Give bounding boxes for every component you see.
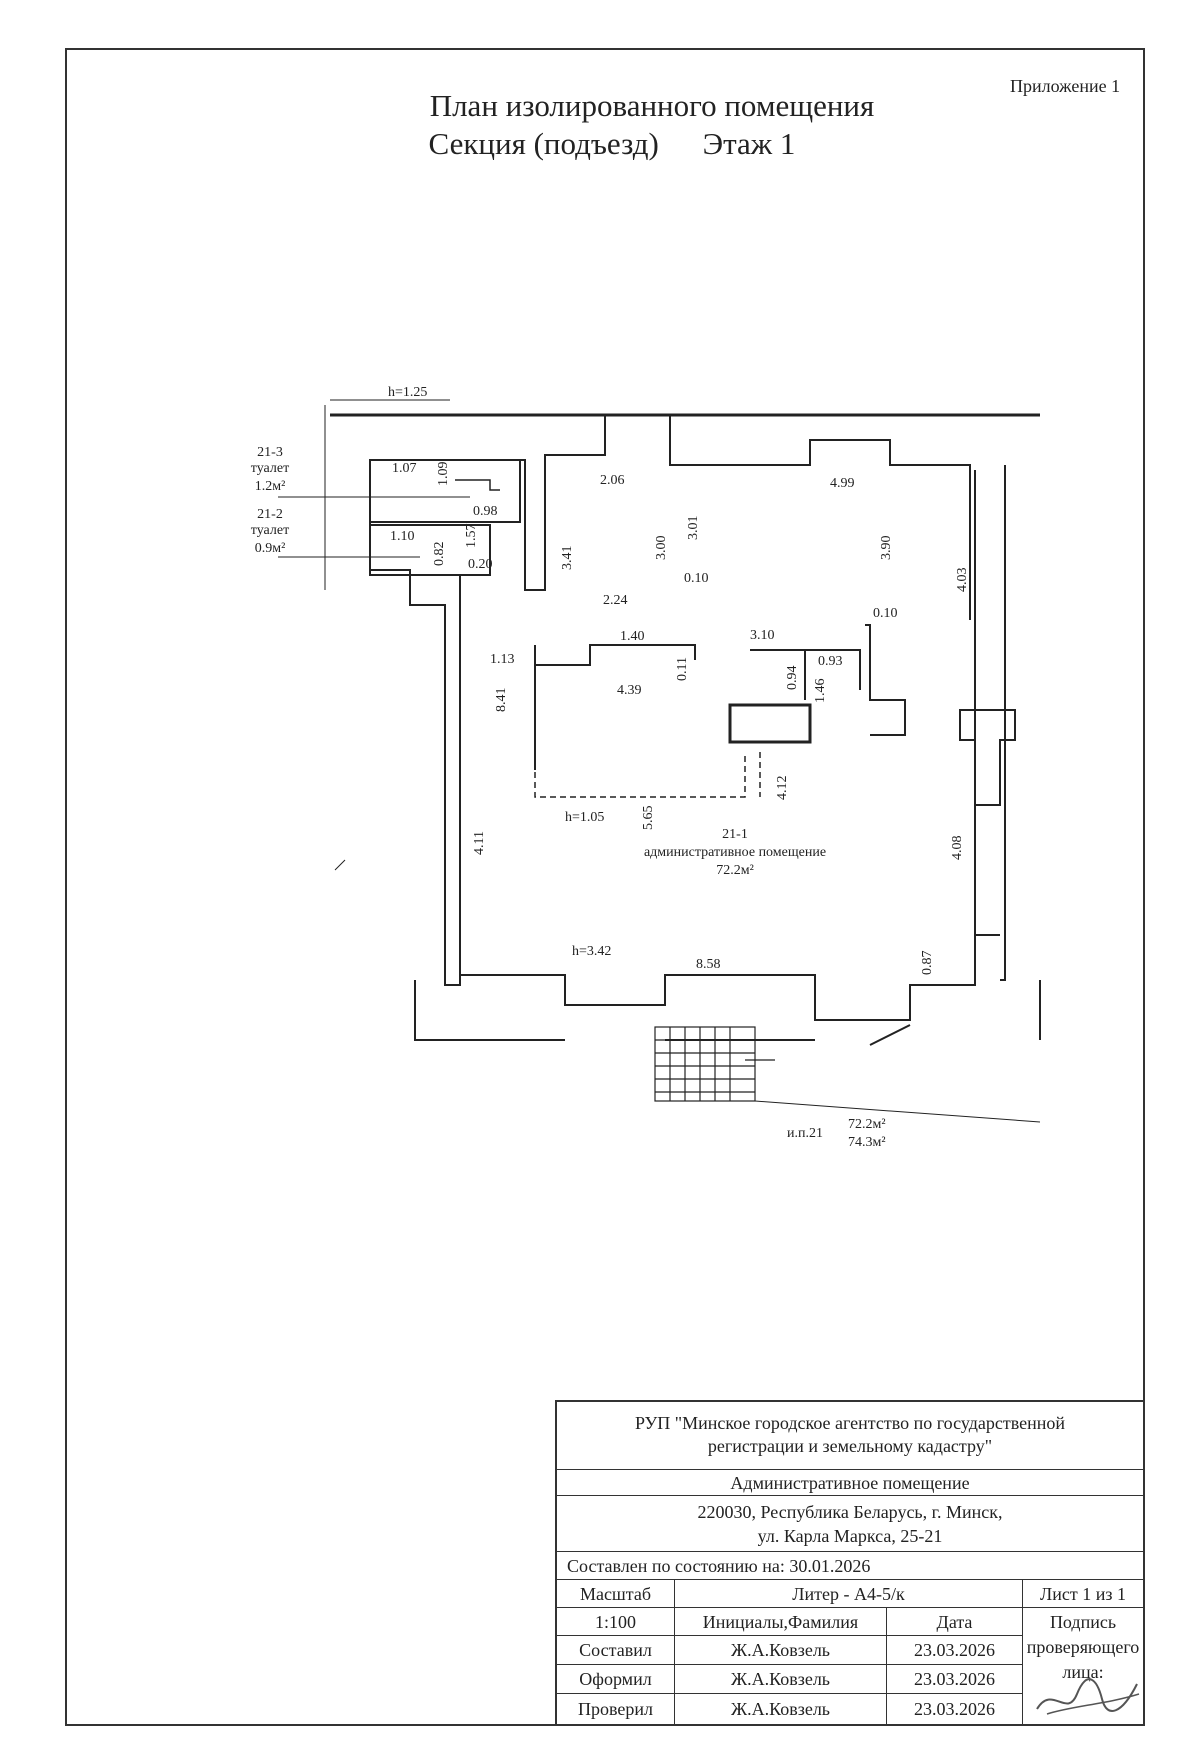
dim-1.40: 1.40: [620, 629, 645, 644]
dim-4.03: 4.03: [955, 568, 970, 593]
dim-4.99: 4.99: [830, 476, 855, 491]
date-compiled: 23.03.2026: [887, 1636, 1023, 1665]
stamp-state-date: Составлен по состоянию на: 30.01.2026: [557, 1552, 1143, 1580]
signature-mark: [1036, 1678, 1140, 1715]
height-bottom: h=3.42: [572, 944, 611, 959]
role-checked: Проверил: [557, 1694, 675, 1724]
height-mid: h=1.05: [565, 810, 604, 825]
col-signature: Подпись проверяющего лица:: [1023, 1608, 1143, 1724]
summary-label: и.п.21: [787, 1126, 823, 1141]
dim-1.10: 1.10: [390, 529, 415, 544]
room-21-1-area: 72.2м²: [716, 863, 754, 878]
signature-header-2: проверяющего: [1026, 1637, 1140, 1657]
dim-0.93: 0.93: [818, 654, 843, 669]
role-compiled: Составил: [557, 1636, 675, 1665]
liter-label: Литер - А4-5/к: [675, 1580, 1023, 1608]
stamp-organization: РУП "Минское городское агентство по госу…: [557, 1402, 1143, 1470]
section-label: Секция (подъезд): [428, 126, 659, 161]
west-wall-inner: [459, 575, 565, 976]
room-21-3-id: 21-3: [257, 445, 283, 460]
dim-2.06: 2.06: [600, 473, 625, 488]
dim-2.24: 2.24: [603, 593, 628, 608]
plan-subtitle: Секция (подъезд) Этаж 1: [20, 126, 1184, 162]
dim-8.41: 8.41: [494, 688, 509, 713]
signature-header-1: Подпись: [1049, 1612, 1117, 1632]
dim-0.20: 0.20: [468, 557, 493, 572]
north-wall: [370, 414, 971, 620]
entrance-stairs: [654, 1026, 775, 1102]
stamp-object: Административное помещение: [557, 1470, 1143, 1496]
east-wall-inner: [974, 470, 1000, 936]
address-line-2: ул. Карла Маркса, 25-21: [757, 1526, 943, 1546]
summary-area-1: 72.2м²: [848, 1117, 886, 1132]
dim-0.10a: 0.10: [684, 571, 709, 586]
dim-8.58: 8.58: [696, 957, 721, 972]
toilet-21-2: [369, 524, 491, 576]
dim-0.82: 0.82: [432, 542, 447, 567]
room-21-3-name: туалет: [251, 461, 289, 476]
signature-header-3: лица:: [1062, 1662, 1104, 1682]
room-21-1-name: административное помещение: [644, 845, 826, 860]
dim-0.87: 0.87: [920, 951, 935, 976]
sheet-label: Лист 1 из 1: [1023, 1580, 1143, 1608]
title-block: РУП "Минское городское агентство по госу…: [555, 1400, 1145, 1726]
col-initials: Инициалы,Фамилия: [675, 1608, 887, 1636]
dim-0.98: 0.98: [473, 504, 498, 519]
dim-3.41: 3.41: [560, 546, 575, 571]
org-line-2: регистрации и земельному кадастру": [707, 1436, 993, 1456]
appendix-label: Приложение 1: [1010, 76, 1121, 96]
room-21-3-area: 1.2м²: [255, 479, 286, 494]
plan-title: План изолированного помещения: [429, 88, 875, 123]
room-21-2-name: туалет: [251, 523, 289, 538]
dim-1.13: 1.13: [490, 652, 515, 667]
name-compiled: Ж.А.Ковзель: [675, 1636, 887, 1665]
partition-mid: [750, 649, 861, 700]
date-checked: 23.03.2026: [887, 1694, 1023, 1724]
summary-area-2: 74.3м²: [848, 1135, 886, 1150]
col-date: Дата: [887, 1608, 1023, 1636]
dim-0.94: 0.94: [785, 666, 800, 691]
dim-4.08: 4.08: [950, 836, 965, 861]
room-21-2-area: 0.9м²: [255, 541, 286, 556]
dim-4.39: 4.39: [617, 683, 642, 698]
dim-1.57: 1.57: [464, 524, 479, 549]
date-formatted: 23.03.2026: [887, 1665, 1023, 1694]
dim-3.10: 3.10: [750, 628, 775, 643]
room-21-2-id: 21-2: [257, 507, 283, 522]
west-wall: [369, 460, 461, 986]
dim-1.07: 1.07: [392, 461, 417, 476]
south-outer-wall: [414, 980, 1041, 1046]
dim-3.01: 3.01: [686, 516, 701, 541]
dim-5.65: 5.65: [641, 806, 656, 831]
scale-value: 1:100: [557, 1608, 675, 1636]
dim-4.12: 4.12: [775, 776, 790, 801]
partition-left: [534, 644, 696, 770]
height-top: h=1.25: [388, 385, 427, 400]
dim-0.10b: 0.10: [873, 606, 898, 621]
dim-1.46: 1.46: [813, 679, 828, 704]
east-column: [959, 709, 1016, 806]
toilet-21-3: [369, 459, 521, 523]
dim-4.11: 4.11: [472, 831, 487, 855]
scale-label: Масштаб: [557, 1580, 675, 1608]
dim-3.90: 3.90: [879, 536, 894, 561]
name-formatted: Ж.А.Ковзель: [675, 1665, 887, 1694]
address-line-1: 220030, Республика Беларусь, г. Минск,: [697, 1502, 1003, 1522]
dashed-outline: [534, 752, 761, 798]
dim-1.09: 1.09: [436, 462, 451, 487]
east-wall: [1000, 465, 1006, 981]
dim-0.11: 0.11: [675, 657, 690, 681]
role-formatted: Оформил: [557, 1665, 675, 1694]
room-21-1-id: 21-1: [722, 827, 748, 842]
partition-right: [865, 624, 906, 736]
south-wall: [460, 935, 976, 1021]
stamp-address: 220030, Республика Беларусь, г. Минск, у…: [557, 1496, 1143, 1552]
name-checked: Ж.А.Ковзель: [675, 1694, 887, 1724]
dim-3.00: 3.00: [654, 536, 669, 561]
column: [728, 703, 812, 744]
org-line-1: РУП "Минское городское агентство по госу…: [634, 1413, 1066, 1433]
floor-label: Этаж 1: [702, 126, 796, 161]
